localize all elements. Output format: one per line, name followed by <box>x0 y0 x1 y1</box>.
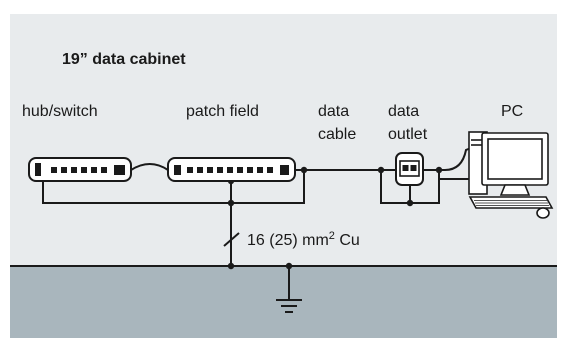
ground-bus-left <box>42 170 305 204</box>
conductor-label: 16 (25) mm2 Cu <box>247 230 360 249</box>
data-outlet-label-line2: outlet <box>388 126 428 143</box>
patch-field-label: patch field <box>186 103 259 120</box>
data-outlet-label-line1: data <box>388 103 419 120</box>
hub-to-patch-cable <box>130 163 169 171</box>
pc-label: PC <box>501 103 523 120</box>
outlet-jack-left <box>402 165 409 171</box>
junction-dot <box>227 262 235 270</box>
data-cable-label-line2: cable <box>318 126 356 143</box>
patch-ports <box>174 165 289 175</box>
hub-switch-device <box>28 157 132 182</box>
junction-dot <box>435 166 443 174</box>
mouse-icon <box>536 207 550 219</box>
keyboard-icon <box>468 196 554 209</box>
floor-area <box>10 266 557 338</box>
cabinet-area <box>10 14 557 266</box>
outlet-jack-right <box>410 165 417 171</box>
conductor-label-prefix: 16 (25) mm <box>247 232 329 249</box>
outlet-to-pc-cable <box>423 145 477 171</box>
junction-dot <box>227 199 235 207</box>
hub-switch-label: hub/switch <box>22 103 98 120</box>
data-outlet-device <box>395 152 424 186</box>
ground-symbol-icon <box>276 299 302 313</box>
patch-field-device <box>167 157 296 182</box>
hub-ports <box>51 165 125 175</box>
junction-dot <box>300 166 308 174</box>
conductor-tick <box>223 232 240 247</box>
junction-dots <box>227 166 443 270</box>
pc-device <box>468 131 554 219</box>
junction-dot <box>285 262 293 270</box>
junction-dot <box>377 166 385 174</box>
conductor-label-suffix: Cu <box>335 232 360 249</box>
conductor-label-superscript: 2 <box>329 230 335 242</box>
pc-monitor-icon <box>481 132 549 196</box>
junction-dot <box>406 199 414 207</box>
data-cable-label-line1: data <box>318 103 349 120</box>
cabinet-title: 19” data cabinet <box>62 51 186 68</box>
